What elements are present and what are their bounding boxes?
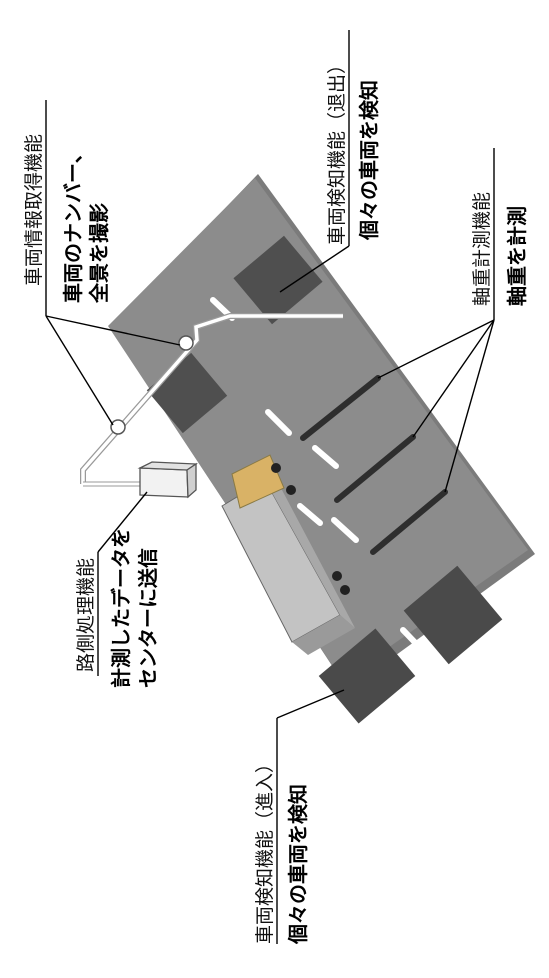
detector-pad-right [403, 565, 503, 665]
entry-detect-title: 車両検知機能（進入） [254, 754, 276, 944]
label-entry-detect: 車両検知機能（進入） 個々の車両を検知 [254, 754, 310, 945]
label-vehicle-info: 車両情報取得機能 車両のナンバー、 全景を撮影 [23, 134, 111, 304]
label-axle-weight: 軸重計測機能 軸重を計測 [471, 192, 529, 306]
label-roadside: 路側処理機能 計測したデータを センターに送信 [75, 528, 160, 688]
entry-detect-desc: 個々の車両を検知 [286, 784, 310, 945]
roadside-desc-1: 計測したデータを [109, 528, 133, 688]
vehicle-info-title: 車両情報取得機能 [23, 134, 45, 286]
exit-detect-title: 車両検知機能（退出） [326, 55, 348, 245]
vehicle-info-desc-1: 車両のナンバー、 [61, 143, 85, 303]
roadside-title: 路側処理機能 [75, 558, 97, 672]
detector-pad-entry [318, 628, 416, 724]
detector-pad-exit [233, 235, 323, 325]
axle-weight-desc: 軸重を計測 [505, 206, 529, 306]
detector-pad-gantry [146, 352, 228, 434]
axle-sensors [300, 375, 448, 555]
exit-detect-desc: 個々の車両を検知 [357, 80, 381, 241]
vehicle-info-desc-2: 全景を撮影 [87, 203, 111, 304]
truck [221, 454, 355, 655]
leader-lines [45, 30, 495, 944]
axle-weight-title: 軸重計測機能 [471, 192, 493, 306]
roadside-cabinet [137, 461, 199, 499]
label-exit-detect: 車両検知機能（退出） 個々の車両を検知 [326, 55, 381, 245]
roadside-desc-2: センターに送信 [136, 548, 160, 688]
lane-markings [210, 297, 433, 661]
